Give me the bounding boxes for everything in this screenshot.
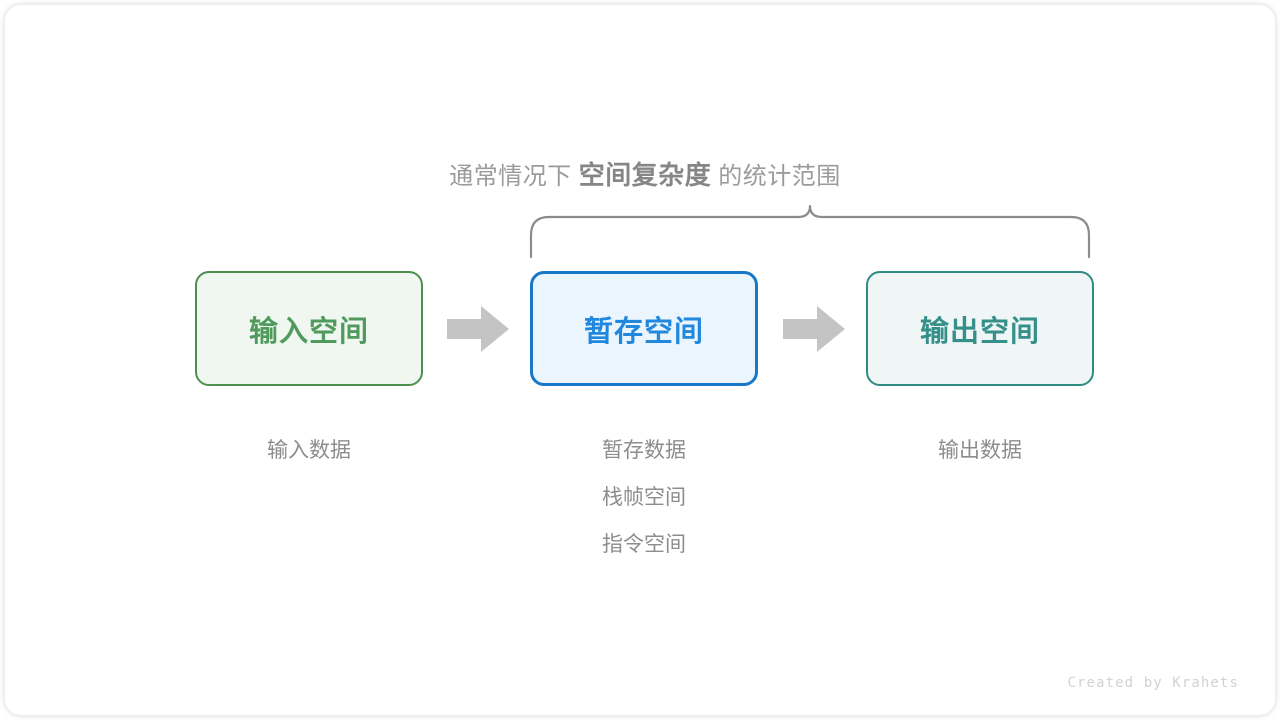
arrow-right-icon-temp-to-output bbox=[783, 306, 845, 352]
curly-brace-icon bbox=[529, 204, 1091, 259]
headline: 通常情况下空间复杂度的统计范围 bbox=[5, 155, 1275, 192]
box-output-space[interactable]: 输出空间 bbox=[866, 271, 1094, 386]
caption-line: 暂存数据 bbox=[602, 439, 686, 462]
box-temp-space[interactable]: 暂存空间 bbox=[530, 271, 758, 386]
caption-line: 指令空间 bbox=[602, 533, 686, 556]
credit-text: Created by Krahets bbox=[1067, 675, 1239, 691]
caption-group-temp: 暂存数据 栈帧空间 指令空间 bbox=[530, 427, 758, 568]
arrow-right-icon-input-to-temp bbox=[447, 306, 509, 352]
box-input-space-label: 输入空间 bbox=[248, 315, 369, 348]
diagram-card: 通常情况下空间复杂度的统计范围 输入空间 暂存空间 输出空间 输入数据 暂存数据 bbox=[5, 5, 1275, 715]
headline-emphasis: 空间复杂度 bbox=[578, 160, 712, 190]
headline-suffix: 的统计范围 bbox=[718, 163, 841, 190]
caption-group-input: 输入数据 bbox=[195, 427, 423, 474]
box-temp-space-label: 暂存空间 bbox=[583, 315, 704, 348]
headline-prefix: 通常情况下 bbox=[449, 163, 572, 190]
caption-line: 输出数据 bbox=[938, 439, 1022, 462]
caption-group-output: 输出数据 bbox=[866, 427, 1094, 474]
box-output-space-label: 输出空间 bbox=[919, 315, 1040, 348]
caption-line: 栈帧空间 bbox=[602, 486, 686, 509]
caption-line: 输入数据 bbox=[267, 439, 351, 462]
box-input-space[interactable]: 输入空间 bbox=[195, 271, 423, 386]
